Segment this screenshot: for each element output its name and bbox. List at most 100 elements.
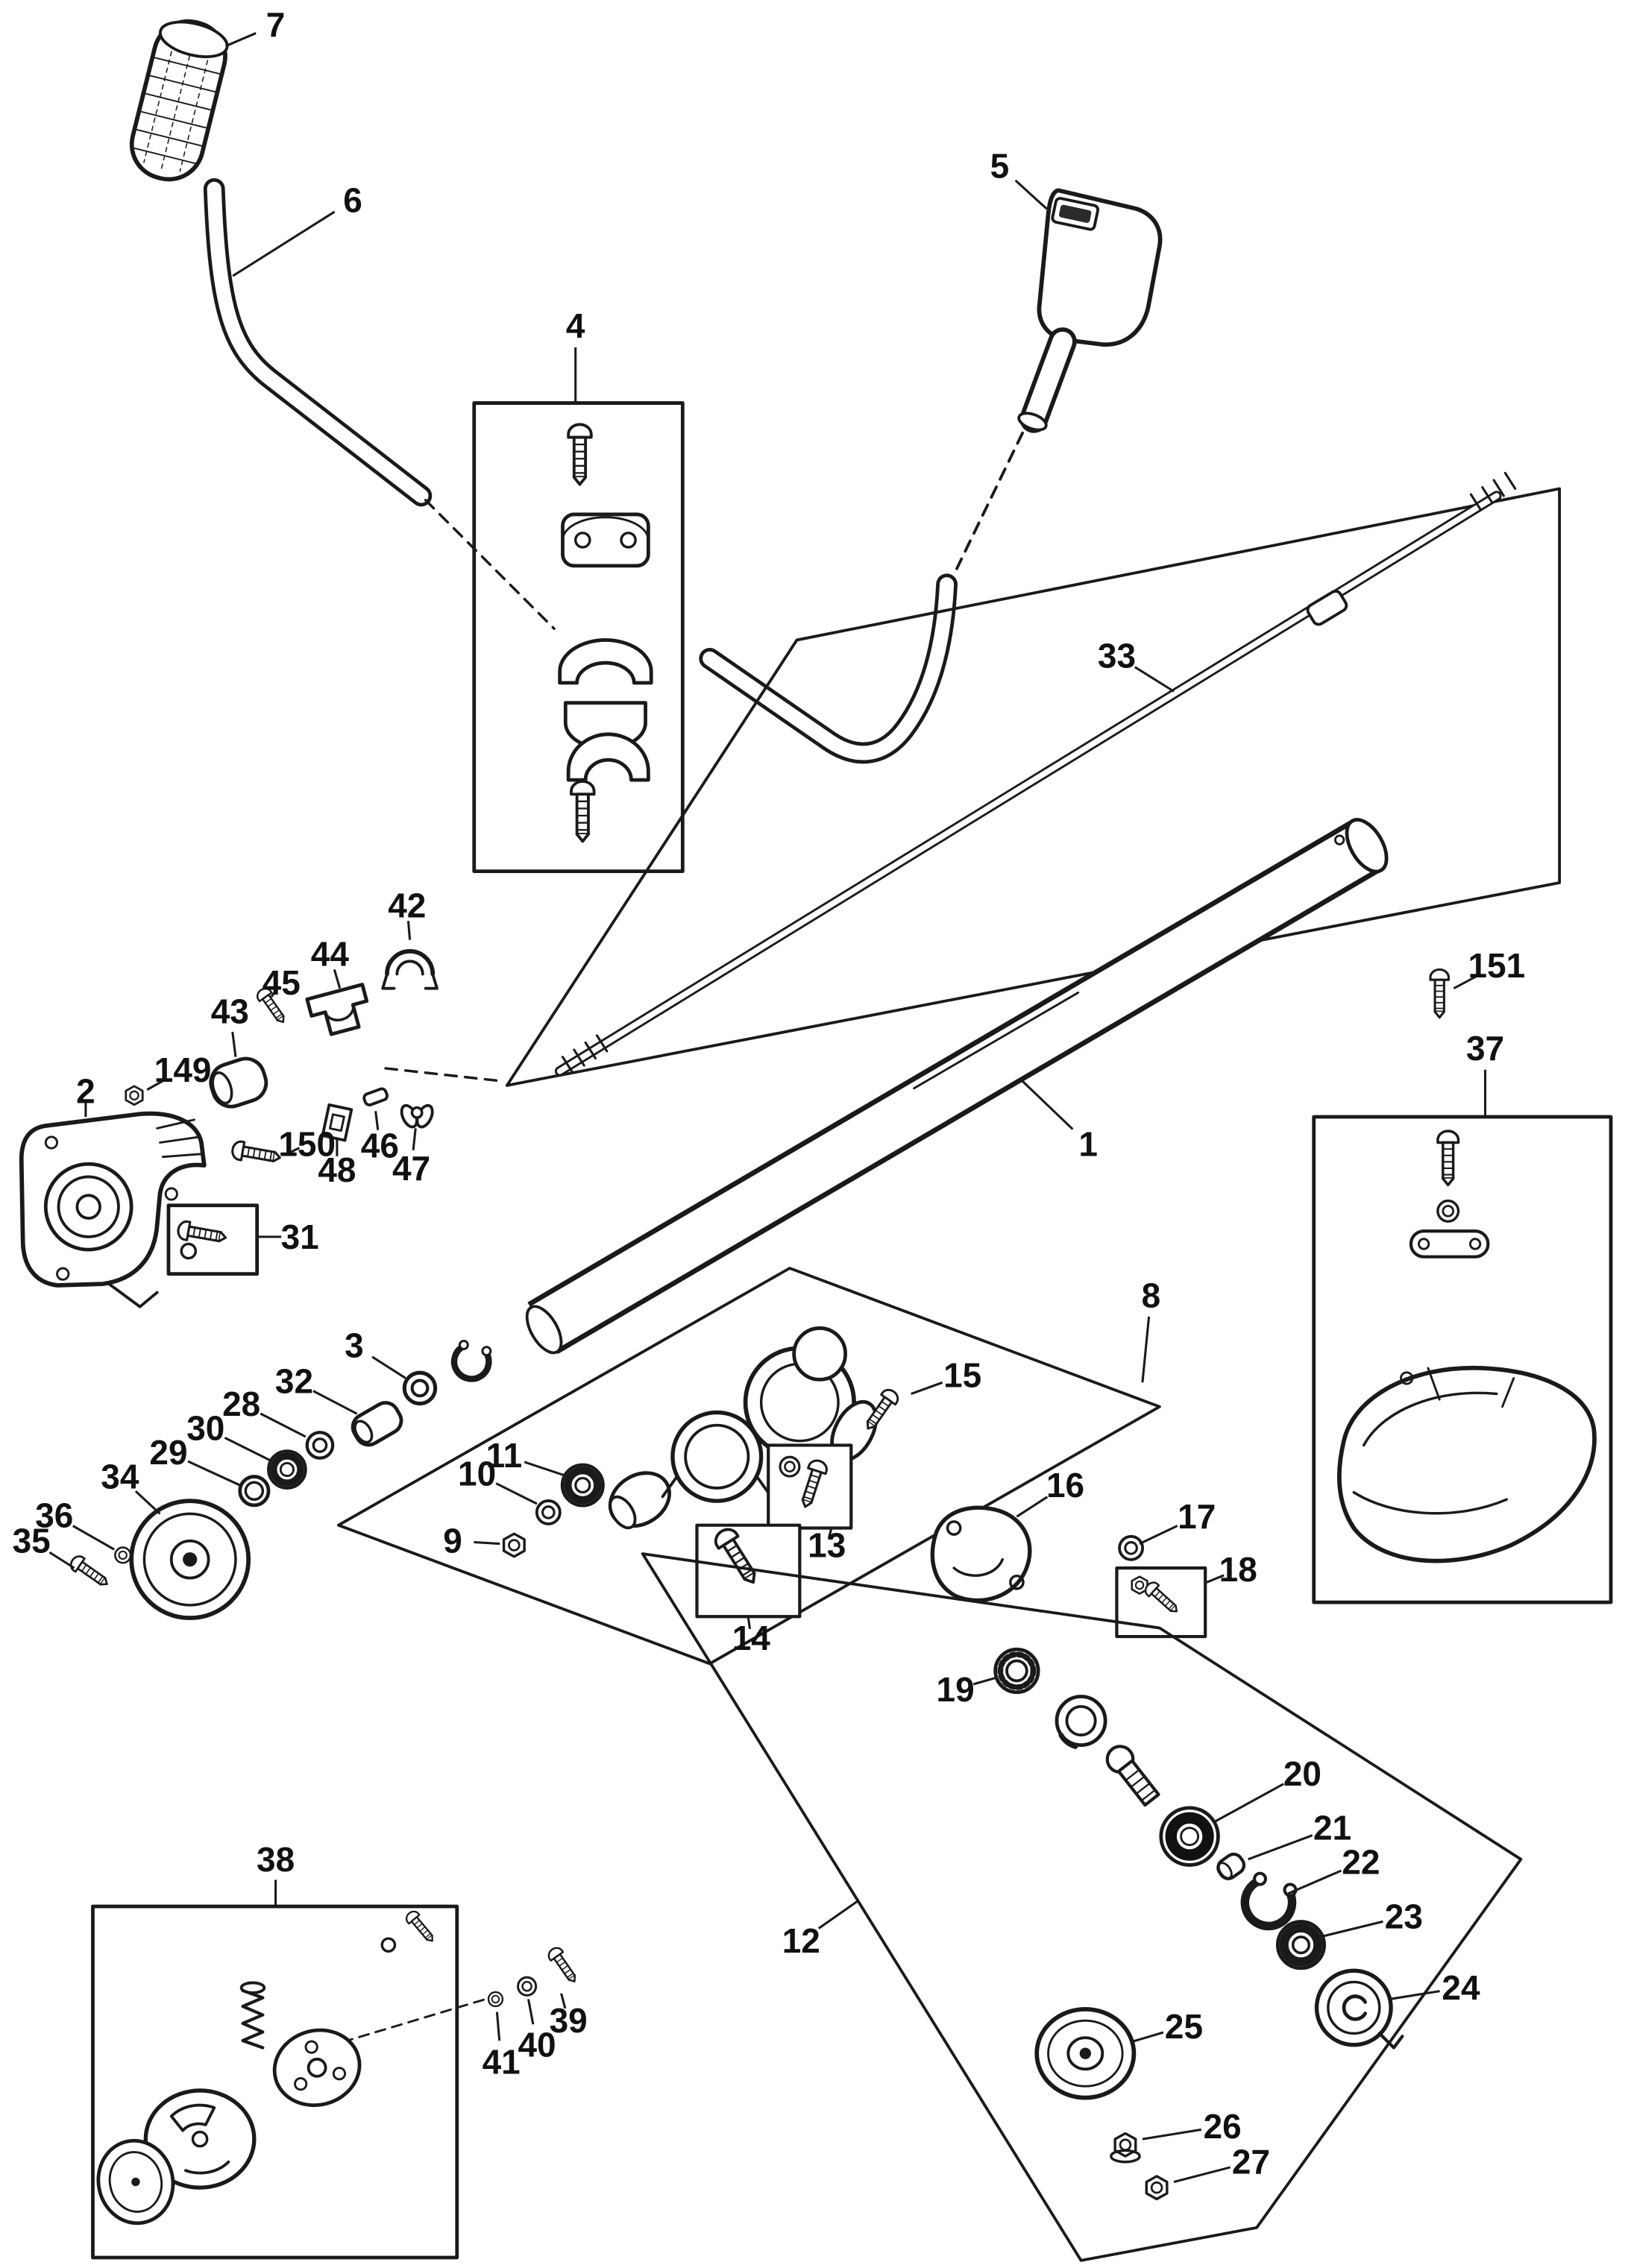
part-washer-17 <box>1118 1534 1145 1561</box>
part-group-18 <box>1115 1566 1207 1639</box>
part-washer-3 <box>404 1340 493 1404</box>
leader-line-19 <box>972 1677 996 1686</box>
leader-line-20 <box>1213 1783 1284 1824</box>
part-number-22: 22 <box>1342 1843 1380 1882</box>
guard-bracket <box>1409 1229 1490 1259</box>
part-number-14: 14 <box>732 1619 771 1657</box>
part-number-27: 27 <box>1232 2143 1270 2182</box>
part-bolt-150 <box>230 1138 283 1168</box>
leader-line-47 <box>412 1128 417 1150</box>
part-clutch-housing-2 <box>19 1111 207 1308</box>
part-number-45: 45 <box>263 963 301 1002</box>
part-gearhead-housing <box>608 1326 879 1530</box>
leader-line-15 <box>911 1381 943 1395</box>
leader-line-5 <box>1014 179 1048 210</box>
shaft-splines-top <box>1469 471 1517 511</box>
part-cover-16 <box>930 1505 1032 1603</box>
leader-line-149 <box>146 1077 168 1091</box>
part-cup-24 <box>1314 1968 1404 2050</box>
part-group-4-handle-clamp <box>472 401 685 874</box>
part-spindle-bolt <box>1105 1745 1160 1807</box>
part-head-cover <box>143 2088 257 2190</box>
region-8-outline <box>336 1267 1161 1666</box>
part-bearing-30 <box>268 1451 306 1488</box>
part-number-5: 5 <box>990 147 1010 186</box>
part-number-17: 17 <box>1178 1497 1216 1536</box>
part-number-26: 26 <box>1204 2107 1242 2146</box>
leader-line-43 <box>231 1031 237 1057</box>
part-number-11: 11 <box>486 1436 523 1475</box>
leader-line-6 <box>232 210 336 277</box>
part-number-34: 34 <box>101 1458 139 1496</box>
part-number-40: 40 <box>518 2026 556 2064</box>
head-guide-line <box>342 1998 487 2044</box>
part-nut-9 <box>502 1532 526 1558</box>
part-number-4: 4 <box>566 306 585 345</box>
leader-line-44 <box>333 968 342 989</box>
leader-line-21 <box>1248 1834 1313 1861</box>
part-number-43: 43 <box>211 992 249 1030</box>
part-number-21: 21 <box>1313 1809 1351 1848</box>
leader-line-150 <box>289 1147 301 1154</box>
leader-line-13 <box>827 1529 832 1539</box>
part-spool-plate <box>272 2028 362 2108</box>
part-number-32: 32 <box>275 1361 313 1400</box>
part-nut-26 <box>1110 2132 1141 2164</box>
part-clamp-42 <box>381 949 439 990</box>
leader-line-42 <box>406 921 412 940</box>
part-number-38: 38 <box>257 1840 295 1879</box>
shaft-collar <box>1306 590 1348 626</box>
part-grommet-20 <box>1159 1806 1220 1867</box>
part-number-150: 150 <box>278 1124 336 1163</box>
part-screw-151 <box>1429 968 1451 1019</box>
leader-line-23 <box>1321 1920 1383 1938</box>
part-group-13 <box>767 1443 853 1530</box>
part-washer-28 <box>307 1432 333 1458</box>
assembly-guide-lines <box>384 499 556 1083</box>
part-number-37: 37 <box>1466 1029 1504 1068</box>
leader-line-1 <box>1022 1080 1074 1130</box>
leader-line-39 <box>560 1993 567 2009</box>
leader-line-7 <box>224 32 257 48</box>
part-spacer-21 <box>1216 1852 1246 1880</box>
part-number-24: 24 <box>1442 1968 1480 2007</box>
part-bearing-23 <box>1277 1922 1324 1968</box>
part-washer-36 <box>114 1546 132 1564</box>
part-group-38-trimmer-head <box>91 1904 487 2260</box>
part-nut-27 <box>1145 2175 1169 2201</box>
part-number-30: 30 <box>186 1408 224 1447</box>
part-number-149: 149 <box>154 1050 212 1089</box>
leader-line-35 <box>48 1551 75 1569</box>
part-number-41: 41 <box>483 2043 521 2082</box>
part-number-9: 9 <box>443 1522 462 1560</box>
part-number-36: 36 <box>35 1496 73 1534</box>
leader-line-36 <box>72 1525 115 1551</box>
leader-line-33 <box>1134 666 1175 693</box>
part-number-7: 7 <box>266 5 286 44</box>
shaft-splines-bottom <box>561 1034 609 1074</box>
part-number-31: 31 <box>281 1218 319 1256</box>
leader-line-25 <box>1131 2031 1164 2044</box>
region-12-spindle <box>641 1552 1523 2262</box>
throttle-assembly-guide-line <box>955 431 1024 570</box>
part-holder-cup <box>1055 1695 1107 1749</box>
region-8-gearhead <box>66 1267 1207 1666</box>
part-number-6: 6 <box>343 181 362 220</box>
part-number-2: 2 <box>76 1072 95 1111</box>
part-pin-46 <box>362 1087 389 1106</box>
part-ringnut-19 <box>993 1647 1040 1695</box>
part-number-12: 12 <box>782 1921 820 1960</box>
leader-line-24 <box>1389 1990 1440 2000</box>
part-number-3: 3 <box>345 1326 364 1364</box>
part-throttle-grip-5 <box>955 188 1163 570</box>
part-screw-35 <box>66 1552 113 1592</box>
part-number-1: 1 <box>1078 1124 1098 1163</box>
part-number-33: 33 <box>1098 637 1136 675</box>
leader-line-16 <box>1016 1496 1049 1518</box>
part-washer-40 <box>517 1976 538 1997</box>
part-group-14 <box>695 1523 802 1619</box>
leader-line-27 <box>1173 2166 1231 2184</box>
part-plate-48 <box>321 1103 353 1142</box>
leader-line-29 <box>187 1460 241 1487</box>
